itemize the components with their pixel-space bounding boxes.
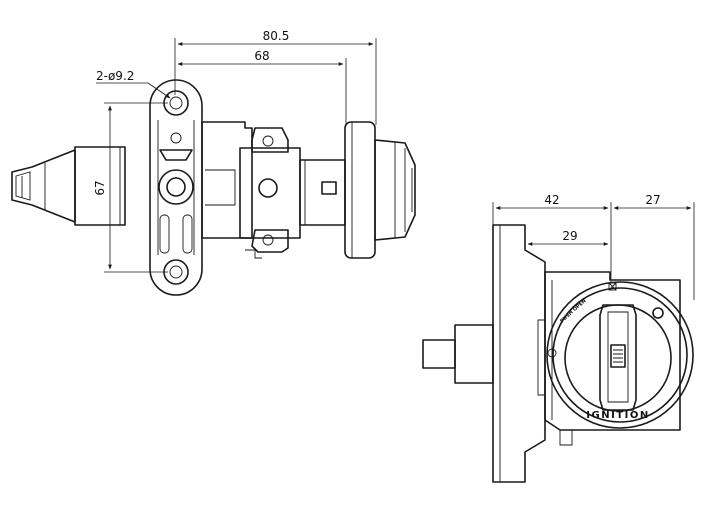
knob-ring-label: PUSH OPEN — [559, 298, 587, 324]
dim-68-label: 68 — [254, 49, 269, 63]
dim-overall-length: 80.5 — [174, 29, 377, 125]
dim-27-label: 27 — [645, 193, 660, 207]
dim-29-label: 29 — [562, 229, 577, 243]
front-view — [422, 224, 694, 483]
dim-42-label: 42 — [544, 193, 559, 207]
dim-front-width: 42 — [492, 193, 612, 282]
side-view — [11, 79, 416, 296]
knob-ignition-label: IGNITION — [586, 410, 649, 421]
dim-hole-spacing: 67 — [93, 102, 168, 273]
dim-mount-holes: 2-ø9.2 — [96, 69, 171, 99]
dim-front-offset: 29 — [524, 229, 609, 250]
dim-67-label: 67 — [93, 180, 107, 195]
dim-holes-label: 2-ø9.2 — [96, 69, 134, 83]
dim-side-depth: 27 — [613, 193, 695, 300]
dim-80-5-label: 80.5 — [263, 29, 290, 43]
dim-body-length: 68 — [177, 49, 347, 125]
